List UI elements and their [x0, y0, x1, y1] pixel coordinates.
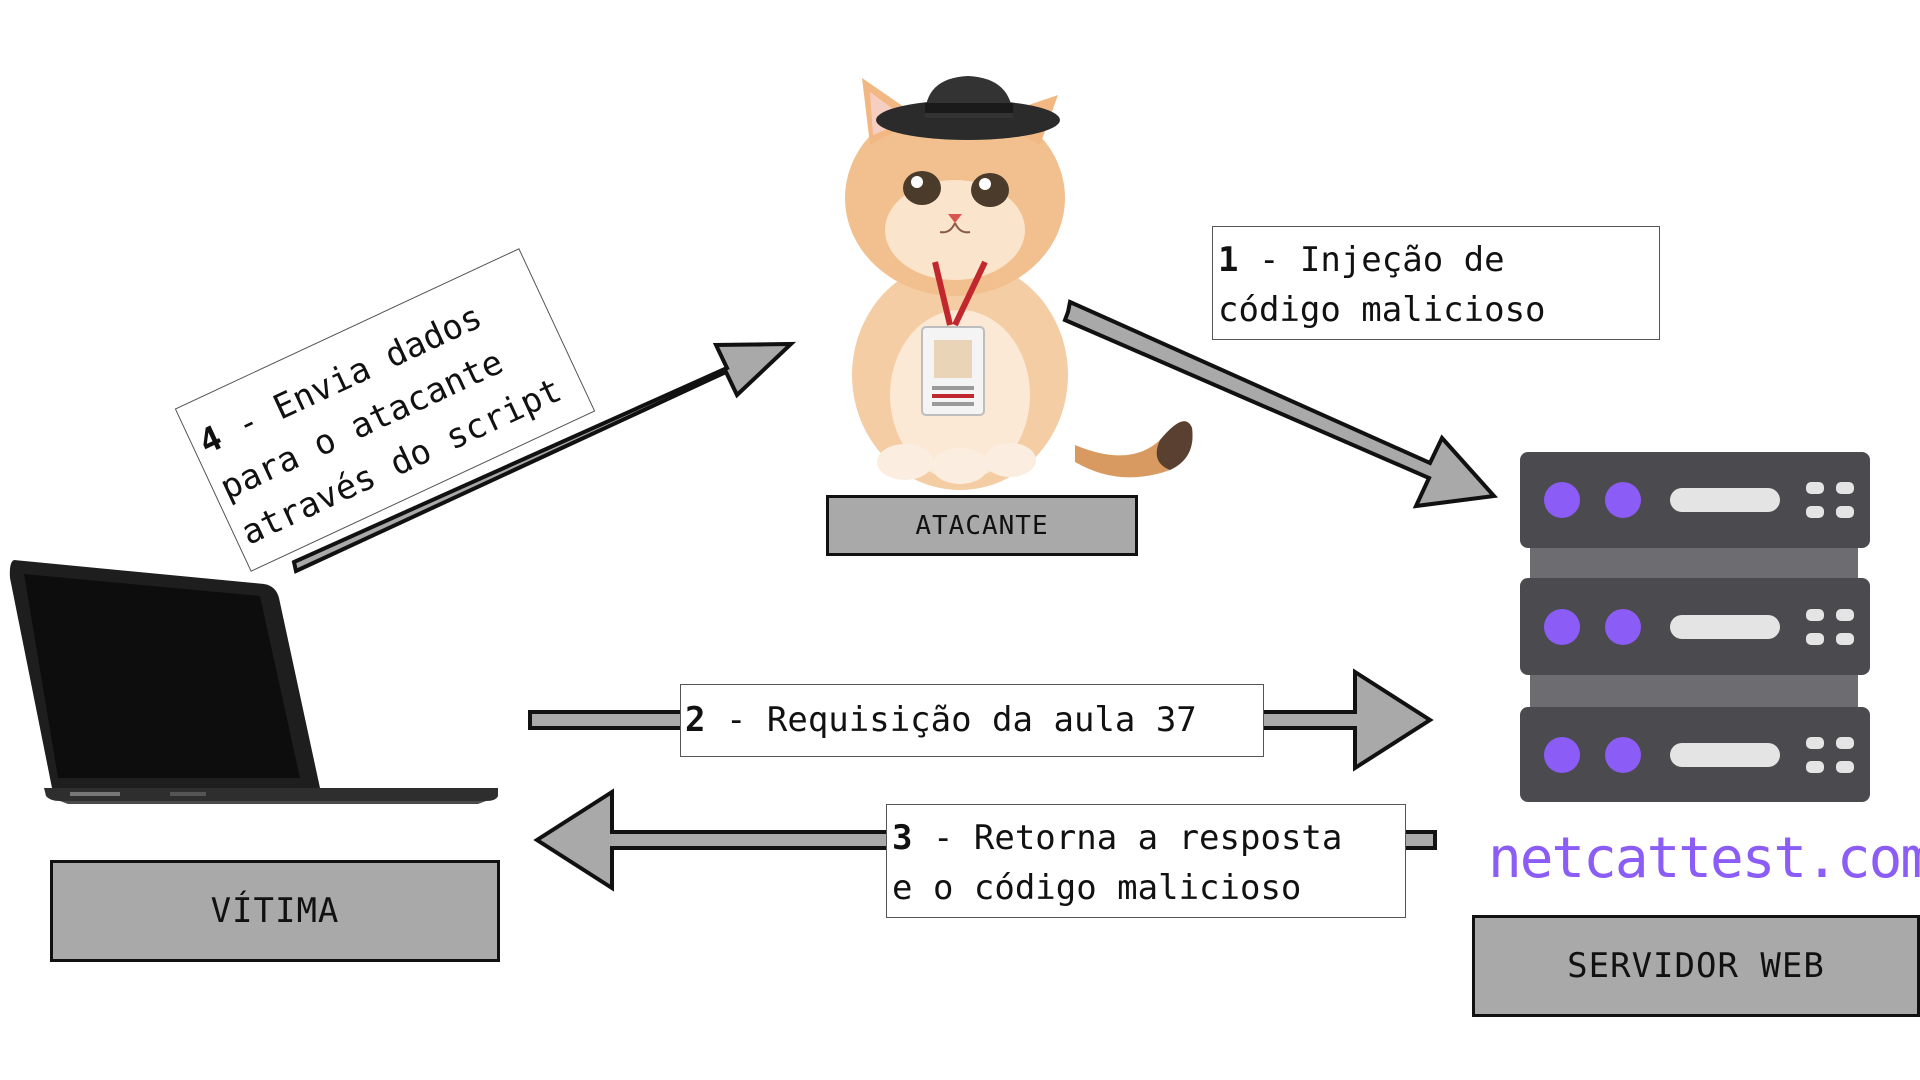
- arrow-step-4: [291, 341, 797, 574]
- step-3-note: 3 - Retorna a resposta e o código malici…: [886, 804, 1406, 918]
- kitten-hacker-icon: [845, 76, 1193, 490]
- arrow-step-1: [1062, 299, 1499, 509]
- step-1-note: 1 - Injeção de código malicioso: [1212, 226, 1660, 340]
- step-1-line-2: código malicioso: [1218, 285, 1659, 335]
- step-2-number: 2: [685, 700, 706, 740]
- server-label: SERVIDOR WEB: [1472, 915, 1920, 1017]
- step-1-text-1: - Injeção de: [1238, 240, 1505, 280]
- server-domain: netcattest.com: [1488, 826, 1920, 891]
- step-2-note: 2 - Requisição da aula 37: [680, 684, 1264, 757]
- attacker-label: ATACANTE: [826, 495, 1138, 556]
- step-1-line-1: 1 - Injeção de: [1218, 235, 1659, 285]
- step-3-line-2: e o código malicioso: [892, 863, 1405, 913]
- step-1-text-2: código malicioso: [1218, 290, 1546, 330]
- server-rack-icon: [1520, 452, 1870, 802]
- step-3-line-1: 3 - Retorna a resposta: [892, 813, 1405, 863]
- step-3-text-1: - Retorna a resposta: [912, 818, 1343, 858]
- step-3-number: 3: [892, 818, 913, 858]
- step-2-line-1: 2 - Requisição da aula 37: [685, 695, 1263, 745]
- step-2-text-1: - Requisição da aula 37: [705, 700, 1197, 740]
- laptop-icon: [9, 560, 498, 804]
- step-3-text-2: e o código malicioso: [892, 868, 1302, 908]
- victim-label: VÍTIMA: [50, 860, 500, 962]
- step-1-number: 1: [1218, 240, 1239, 280]
